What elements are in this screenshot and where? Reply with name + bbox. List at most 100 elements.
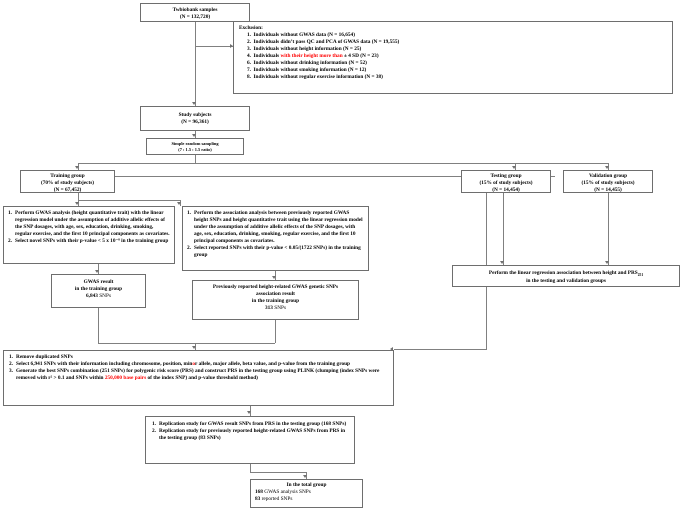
connector-reported-result-down xyxy=(275,320,276,343)
validation-group-line1: Validation group xyxy=(588,173,628,179)
replication-item-text: Replication study for previously reporte… xyxy=(159,427,346,441)
arrow-to-validation xyxy=(605,166,610,169)
snp-processing-item-text: Remove duplicated SNPs xyxy=(16,354,73,360)
connector-testing-down xyxy=(503,193,504,265)
training-group-line3: (N = 67,452) xyxy=(53,186,82,193)
connector-training-split xyxy=(78,200,180,201)
node-gwas-result: GWAS result in the training group 6,843 … xyxy=(51,274,146,308)
replication-item: 1. Replication study for GWAS result SNP… xyxy=(152,421,348,428)
right-regression-subscript: 251 xyxy=(637,273,644,278)
node-exclusion: Exclusion: 1. Individuals without GWAS d… xyxy=(233,21,673,94)
validation-group-line3: (N = 14,455) xyxy=(594,186,622,193)
arrow-to-reported-result xyxy=(272,276,277,279)
connector-training-to-right-chain xyxy=(115,176,555,177)
gwas-result-count-row: 6,843 SNPs xyxy=(55,293,142,300)
training-group-line2: (70% of study subjects) xyxy=(40,179,95,186)
snp-processing-item: 1. Remove duplicated SNPs xyxy=(9,354,388,361)
assoc-analysis-item-number: 1. xyxy=(187,210,191,216)
exclusion-item-number: 1. xyxy=(247,32,251,39)
connector-testing-to-processing-h xyxy=(394,349,486,350)
testing-group-line3: (N = 14,454) xyxy=(492,186,520,193)
snp-processing-item-text-post: of the index SNP) and p-value threshold … xyxy=(146,374,258,381)
exclusion-item-text-pre: Individuals xyxy=(253,53,281,60)
sampling-line1: Simple random sampling xyxy=(171,141,219,146)
connector-assoc-analysis-down xyxy=(275,271,276,280)
assoc-analysis-list: 1. Perform the association analysis betw… xyxy=(187,210,364,259)
arrow-to-assoc-analysis xyxy=(177,202,182,205)
total-group-row2-count: 83 xyxy=(255,495,261,502)
study-subjects-line1: Study subjects xyxy=(178,112,212,118)
exclusion-item: 7. Individuals without smoking informati… xyxy=(247,67,667,74)
source-line1: Twbiobank samples xyxy=(172,7,218,13)
connector-validation-down xyxy=(608,193,609,265)
arrow-to-replication xyxy=(247,411,252,414)
right-regression-line1-text: Perform the linear regression associatio… xyxy=(488,270,638,276)
snp-processing-item: 2. Select 6,941 SNPs with their informat… xyxy=(9,361,388,368)
reported-result-line1: Previously reported height-related GWAS … xyxy=(212,284,339,290)
arrow-to-study-subjects xyxy=(192,102,197,105)
connector-source-to-exclusion xyxy=(195,46,233,47)
reported-result-line3: in the training group xyxy=(251,297,300,304)
arrow-to-gwas-analysis xyxy=(75,202,80,205)
assoc-analysis-item: 1. Perform the association analysis betw… xyxy=(187,210,364,245)
replication-item-number: 2. xyxy=(152,427,156,434)
replication-item-number: 1. xyxy=(152,421,156,427)
gwas-result-line1: GWAS result xyxy=(83,279,114,285)
snp-processing-item-text-post: r allele, major allele, beta value, and … xyxy=(195,360,351,367)
arrow-testing-to-regression xyxy=(500,261,505,264)
snp-processing-item-highlighted: 3. Generate the best SNPs combination (2… xyxy=(9,368,388,382)
exclusion-item-number: 8. xyxy=(247,74,251,81)
node-gwas-analysis: 1. Perform GWAS analysis (height quantit… xyxy=(3,206,175,264)
right-regression-line2: in the testing and validation groups xyxy=(526,277,606,284)
exclusion-item-text: Individuals without height information (… xyxy=(253,46,362,53)
arrow-to-snp-processing xyxy=(192,346,197,349)
exclusion-item: 2. Individuals didn’t pass QC and PCA of… xyxy=(247,39,667,46)
connector-source-down xyxy=(195,22,196,106)
snp-processing-item-number: 1. xyxy=(9,354,13,360)
exclusion-item-number: 3. xyxy=(247,46,251,53)
exclusion-item: 8. Individuals without regular exercise … xyxy=(247,74,667,81)
node-source: Twbiobank samples (N = 132,720) xyxy=(140,3,250,22)
snp-processing-item-text-highlight: 250,000 base pairs xyxy=(104,374,147,381)
arrow-validation-to-regression xyxy=(605,261,610,264)
exclusion-item-number: 4. xyxy=(247,53,251,60)
node-training-group: Training group (70% of study subjects) (… xyxy=(20,170,115,193)
reported-result-count: 313 xyxy=(264,304,273,311)
gwas-result-unit: SNPs xyxy=(99,292,112,299)
exclusion-item-highlighted: 4. Individuals with their height more th… xyxy=(247,53,667,60)
reported-result-unit: SNPs xyxy=(274,304,287,311)
replication-list: 1. Replication study for GWAS result SNP… xyxy=(152,421,348,442)
total-group-row1-count: 168 xyxy=(255,488,263,495)
connector-results-merge xyxy=(98,343,275,344)
assoc-analysis-item-number: 2. xyxy=(187,244,191,251)
node-sampling: Simple random sampling (7 : 1.5 : 1.5 ra… xyxy=(146,138,244,155)
testing-group-line1: Testing group xyxy=(490,173,522,179)
snp-processing-item-number: 3. xyxy=(9,367,13,374)
node-testing-group: Testing group (15% of study subjects) (N… xyxy=(461,170,551,193)
arrow-to-gwas-result xyxy=(95,270,100,273)
reported-result-line2: association result xyxy=(256,290,295,297)
node-study-subjects: Study subjects (N = 96,361) xyxy=(140,106,250,131)
connector-sampling-down xyxy=(195,155,196,164)
replication-item-text: Replication study for GWAS result SNPs f… xyxy=(159,421,347,427)
gwas-analysis-item-number: 1. xyxy=(8,210,12,216)
exclusion-item: 3. Individuals without height informatio… xyxy=(247,46,667,53)
node-replication: 1. Replication study for GWAS result SNP… xyxy=(145,416,355,464)
arrow-to-sampling xyxy=(192,134,197,137)
gwas-analysis-item-text: Perform GWAS analysis (height quantitati… xyxy=(15,210,170,237)
gwas-analysis-item: 1. Perform GWAS analysis (height quantit… xyxy=(8,210,170,238)
assoc-analysis-item-text: Perform the association analysis between… xyxy=(194,210,363,244)
snp-processing-item-text-pre: Select 6,941 SNPs with their information… xyxy=(16,360,193,367)
exclusion-item-number: 7. xyxy=(247,67,251,74)
gwas-analysis-item: 2. Select novel SNPs with their p-value … xyxy=(8,238,170,245)
arrow-to-testing xyxy=(512,166,517,169)
gwas-analysis-item-number: 2. xyxy=(8,237,12,244)
snp-processing-item-text-pre: Generate the best SNPs combination (251 … xyxy=(16,367,380,381)
validation-group-line2: (15% of study subjects) xyxy=(581,179,635,186)
assoc-analysis-item-text: Select reported SNPs with their p-value … xyxy=(194,244,361,258)
node-snp-processing: 1. Remove duplicated SNPs 2. Select 6,94… xyxy=(3,350,394,406)
gwas-result-count: 6,843 xyxy=(85,292,98,299)
node-validation-group: Validation group (15% of study subjects)… xyxy=(563,170,653,193)
total-group-row1-label: GWAS analysis SNPs xyxy=(264,488,311,495)
